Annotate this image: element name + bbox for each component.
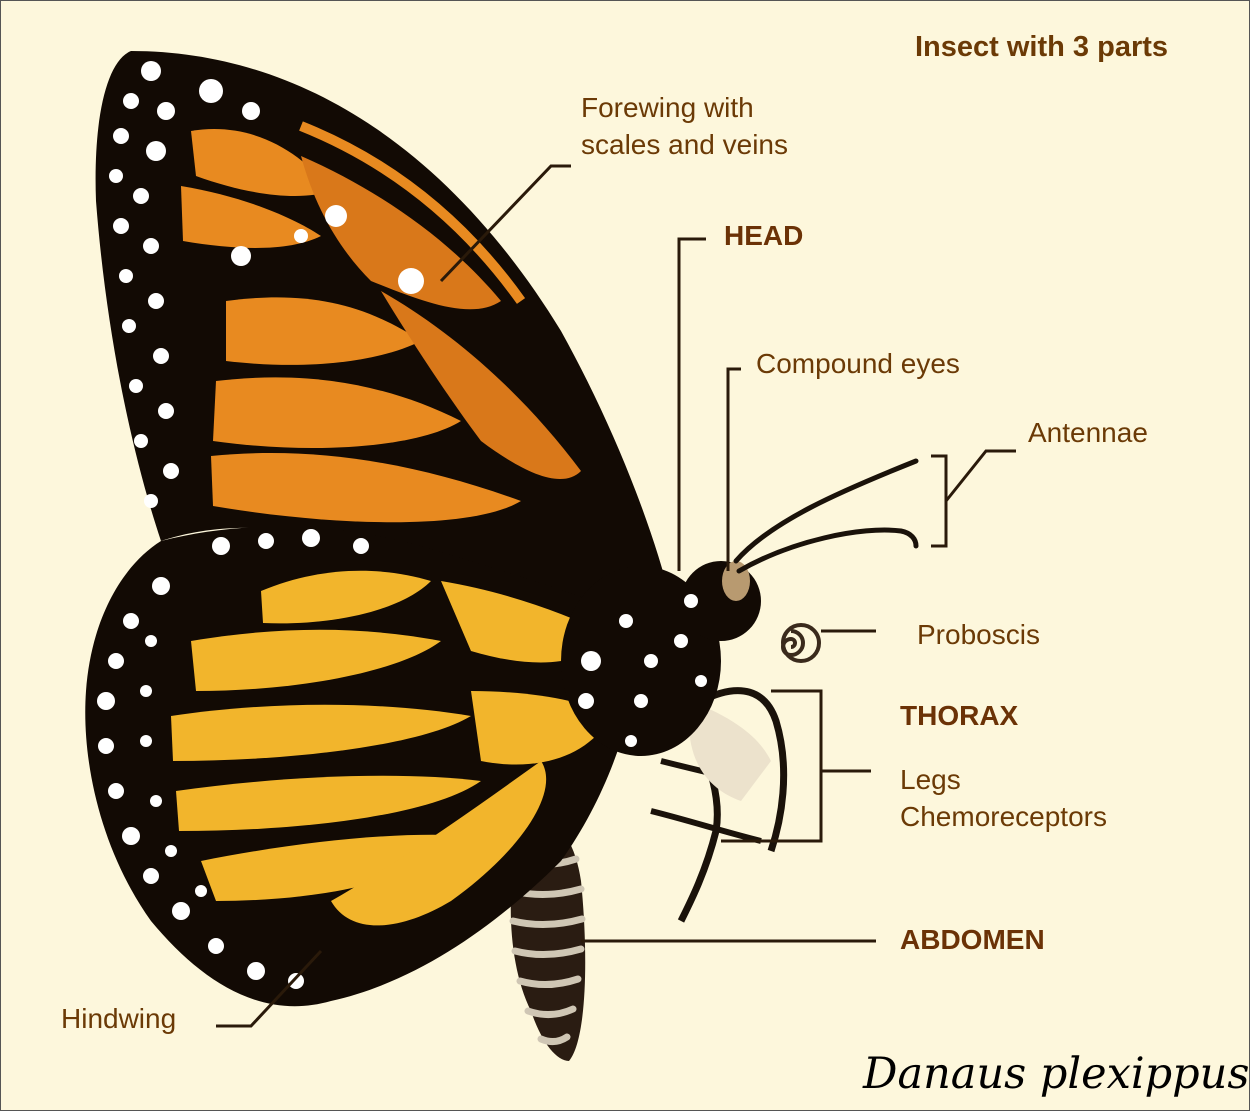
forewing-label-line2: scales and veins — [581, 126, 788, 163]
antennae-bracket — [931, 451, 1016, 546]
hindwing-label: Hindwing — [61, 1000, 176, 1037]
compound-eyes-label: Compound eyes — [756, 345, 960, 382]
antennae-drawing — [736, 461, 916, 571]
forewing-label-line1: Forewing with — [581, 89, 754, 126]
chemoreceptors-label: Chemoreceptors — [900, 798, 1107, 835]
species-name: Danaus plexippus — [863, 1049, 1249, 1099]
antennae-label: Antennae — [1028, 414, 1148, 451]
legs-label: Legs — [900, 761, 961, 798]
proboscis-label: Proboscis — [917, 616, 1040, 653]
compound-eyes-pointer-line — [728, 369, 741, 571]
diagram-title: Insect with 3 parts — [915, 31, 1168, 64]
thorax-label: THORAX — [900, 697, 1018, 734]
head-pointer-line — [679, 239, 706, 571]
abdomen-label: ABDOMEN — [900, 921, 1045, 958]
head-label: HEAD — [724, 217, 803, 254]
